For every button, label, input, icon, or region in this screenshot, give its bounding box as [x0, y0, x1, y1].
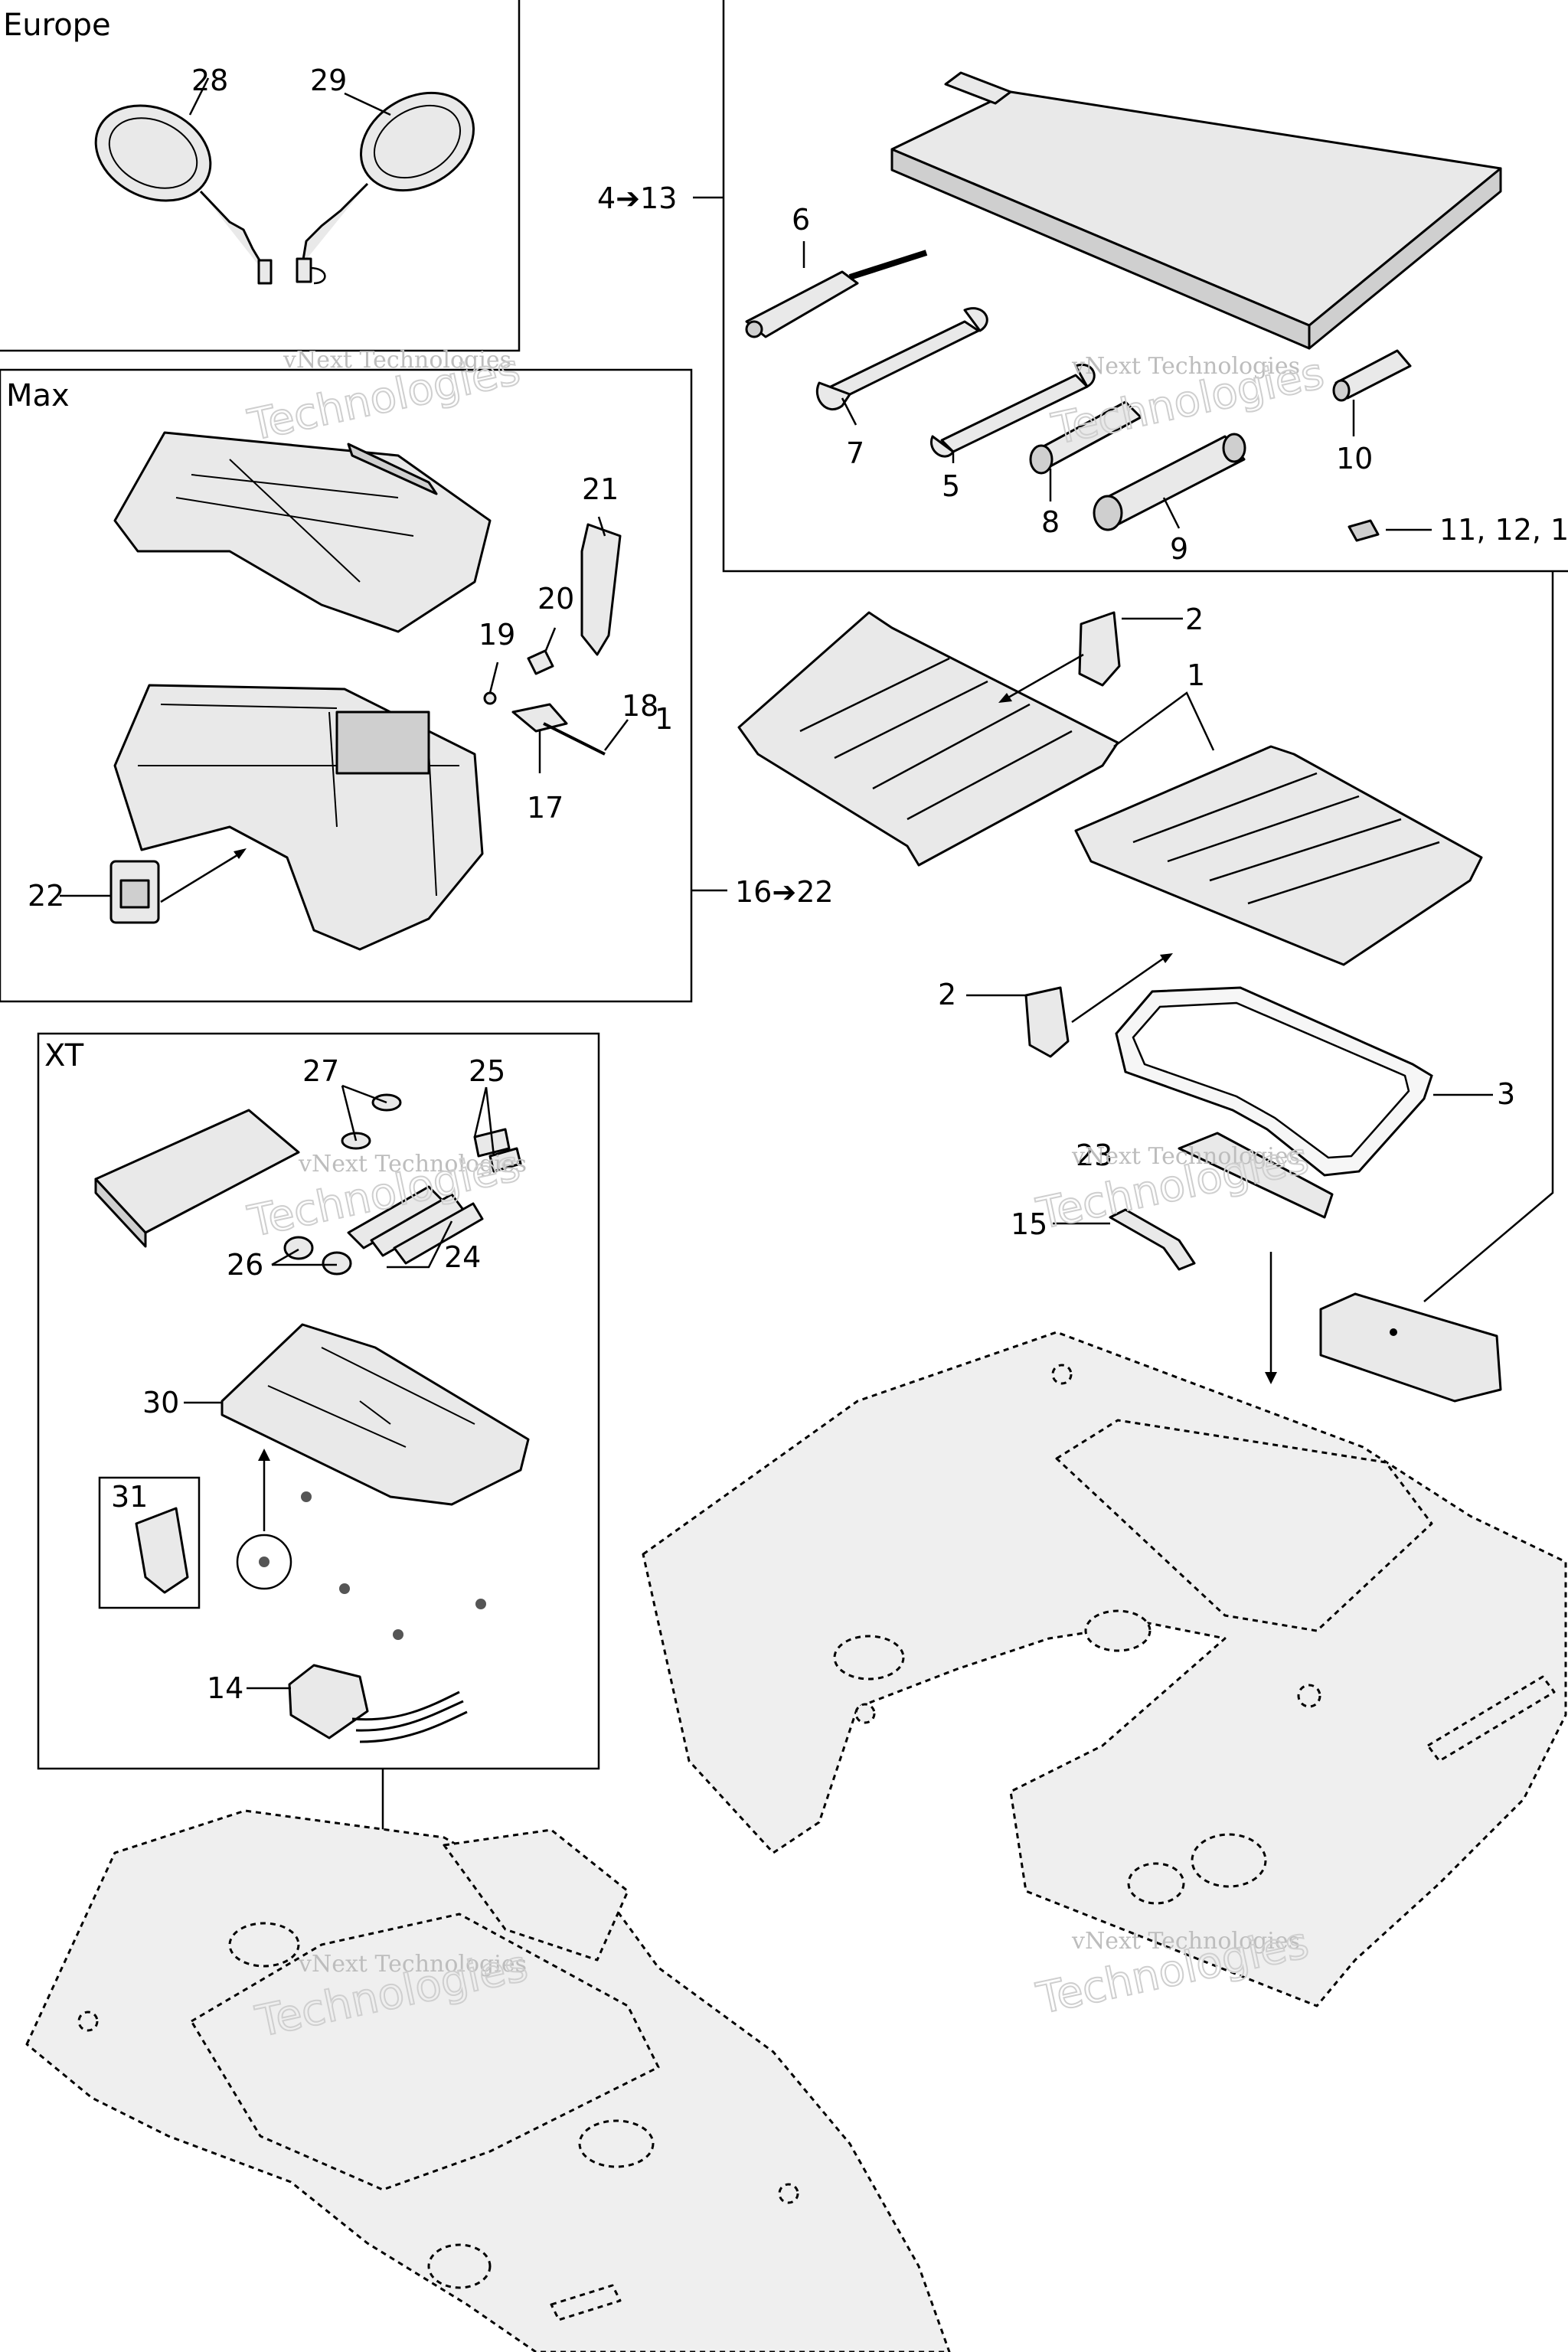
mirror-right [296, 91, 475, 285]
bolts-24 [347, 1185, 484, 1265]
screwdriver [745, 250, 928, 338]
fuse-11 [1348, 519, 1380, 542]
svg-text:vNext Technologies: vNext Technologies [298, 1151, 527, 1178]
callout-31: 31 [111, 1480, 148, 1514]
callout-27: 27 [302, 1054, 339, 1088]
latch-parts [483, 523, 622, 756]
callout-1b: 1 [1187, 658, 1205, 692]
xt-frame [37, 1032, 600, 1770]
range-4-13: 4➔13 [597, 181, 677, 215]
cushion [1319, 1292, 1502, 1403]
leader-29 [344, 92, 391, 116]
callout-1a: 1 [655, 702, 673, 736]
callout-17: 17 [527, 791, 564, 825]
clip-22 [109, 860, 160, 924]
callout-30: 30 [142, 1386, 179, 1419]
callout-28: 28 [191, 64, 228, 97]
callout-23: 23 [1076, 1138, 1112, 1172]
svg-text:vNext Technologies: vNext Technologies [1071, 1928, 1300, 1955]
rear-fender-right [642, 1331, 1567, 2007]
callout-3: 3 [1497, 1077, 1515, 1111]
arrow-22 [160, 850, 244, 903]
callout-22: 22 [28, 879, 64, 913]
leader-28 [188, 77, 210, 116]
nuts-26 [283, 1236, 352, 1276]
svg-text:vNext Technologies: vNext Technologies [283, 347, 511, 374]
tool-bag [890, 71, 1502, 350]
kit-frame [722, 0, 1568, 573]
bracket-2-top [1078, 611, 1121, 687]
max-frame [0, 368, 693, 1003]
fuse-puller-10 [1332, 349, 1412, 402]
seal-3 [1115, 986, 1433, 1177]
callout-19: 19 [479, 618, 515, 652]
callout-2a: 2 [1185, 603, 1204, 636]
bracket-30 [220, 1323, 530, 1506]
callout-18: 18 [622, 689, 658, 723]
harness-14 [288, 1664, 468, 1743]
section-title-max: Max [6, 378, 70, 413]
callout-15: 15 [1011, 1207, 1047, 1241]
callout-9: 9 [1170, 532, 1188, 566]
callout-20: 20 [537, 582, 574, 616]
strap-23 [1178, 1132, 1334, 1219]
europe-frame [0, 0, 521, 352]
callout-6: 6 [792, 203, 810, 237]
callout-10: 10 [1336, 442, 1373, 475]
callout-29: 29 [310, 64, 347, 97]
wrench-7 [815, 307, 988, 411]
svg-text:vNext Technologies: vNext Technologies [1071, 353, 1300, 380]
key-15 [1109, 1208, 1196, 1271]
callout-25: 25 [469, 1054, 505, 1088]
range-16-22: 16➔22 [735, 875, 834, 909]
rack-upper [737, 611, 1119, 867]
section-title-europe: Europe [3, 8, 111, 43]
clip-31-box [98, 1476, 201, 1609]
socket-9 [1093, 433, 1246, 531]
callout-14: 14 [207, 1671, 243, 1705]
xt-bag [94, 1109, 300, 1248]
callout-8: 8 [1041, 505, 1060, 539]
callout-11-12-13: 11, 12, 1 [1439, 513, 1568, 547]
callout-26: 26 [227, 1248, 263, 1282]
svg-text:vNext Technologies: vNext Technologies [1071, 1143, 1300, 1170]
rivets [259, 1491, 486, 1640]
right-bracket [1423, 571, 1554, 1302]
callout-21: 21 [582, 472, 619, 506]
callout-24: 24 [444, 1240, 481, 1274]
storage-box [113, 684, 484, 951]
section-frames [0, 0, 1568, 1770]
storage-lid [113, 431, 492, 633]
detail-circle [236, 1534, 292, 1590]
svg-text:vNext Technologies: vNext Technologies [298, 1951, 527, 1978]
socket-8 [1029, 400, 1142, 475]
callout-7: 7 [846, 436, 864, 470]
callout-5: 5 [942, 469, 960, 503]
mirror-left [94, 104, 273, 285]
bracket-2-bottom [1024, 986, 1070, 1058]
section-title-xt: XT [44, 1038, 84, 1073]
rack-lower [1074, 745, 1483, 966]
rear-fender-left [25, 1809, 951, 2352]
callout-2b: 2 [938, 978, 956, 1011]
